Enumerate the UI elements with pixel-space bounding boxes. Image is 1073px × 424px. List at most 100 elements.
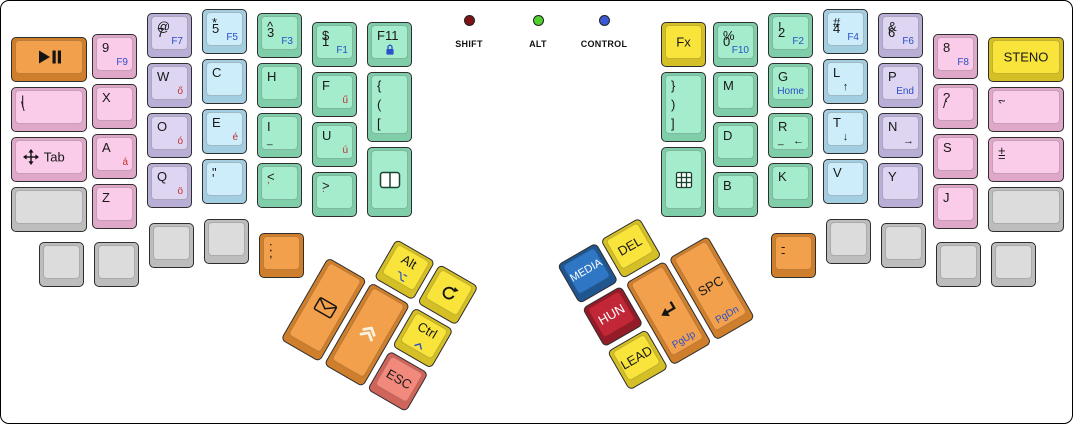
key-gt-period[interactable]: >. bbox=[312, 172, 357, 217]
key-blank-10[interactable] bbox=[991, 242, 1036, 287]
key-t[interactable]: T↓ bbox=[823, 109, 868, 154]
key-label: * bbox=[212, 15, 218, 30]
key-collapse[interactable] bbox=[323, 282, 411, 388]
key-label: ' bbox=[212, 171, 215, 186]
keycap-face: L↑ bbox=[827, 62, 864, 96]
alt-led-dot bbox=[532, 15, 544, 26]
key-blank-3[interactable] bbox=[94, 242, 139, 287]
key-label: ↑ bbox=[842, 81, 849, 93]
key-label: Fx bbox=[676, 34, 691, 50]
key-label: B bbox=[723, 178, 732, 193]
key-lt-comma[interactable]: <, bbox=[257, 163, 302, 208]
key-z[interactable]: Z bbox=[92, 184, 137, 229]
key-blank-4[interactable] bbox=[149, 223, 194, 268]
key-blank-7[interactable] bbox=[826, 219, 871, 264]
key-b[interactable]: B bbox=[713, 172, 758, 217]
key-grid[interactable] bbox=[661, 147, 706, 217]
key-rbrace-paren-bracket[interactable]: })] bbox=[661, 72, 706, 142]
key-label: E bbox=[212, 115, 221, 130]
key-play-pause[interactable] bbox=[11, 37, 87, 82]
key-f11[interactable]: F11 bbox=[367, 22, 412, 67]
key-h[interactable]: H bbox=[257, 63, 302, 108]
key-label: HUN bbox=[595, 300, 628, 328]
keycap-face bbox=[830, 222, 867, 256]
key-enter[interactable]: PgUp bbox=[625, 260, 712, 366]
keycap-face: })] bbox=[665, 75, 702, 134]
keycap-face: DEL bbox=[605, 222, 655, 271]
key-y[interactable]: Y bbox=[878, 163, 923, 208]
key-blank-5[interactable] bbox=[204, 219, 249, 264]
keycap-face bbox=[995, 245, 1032, 279]
keycap-face: {([ bbox=[371, 75, 408, 134]
key-blank-2[interactable] bbox=[39, 242, 84, 287]
key-plus-equals[interactable]: += bbox=[988, 137, 1064, 182]
key-x[interactable]: X bbox=[92, 84, 137, 129]
key-label: { bbox=[377, 78, 382, 93]
key-tab[interactable]: Tab bbox=[11, 137, 87, 182]
key-tilde-backtick[interactable]: ~` bbox=[988, 87, 1064, 132]
key-label: F bbox=[322, 78, 330, 93]
keycap-face: <, bbox=[261, 166, 298, 200]
key-j[interactable]: J bbox=[933, 184, 978, 229]
keycap-face: T↓ bbox=[827, 112, 864, 146]
key-v[interactable]: V bbox=[823, 159, 868, 204]
key-label: - bbox=[781, 245, 786, 260]
key-quote[interactable]: "' bbox=[202, 159, 247, 204]
key-steno[interactable]: STENO bbox=[988, 37, 1064, 82]
key-ctrl[interactable]: Ctrl bbox=[392, 307, 454, 369]
key-question-slash[interactable]: ?/ bbox=[933, 84, 978, 129]
key-blank-6[interactable] bbox=[988, 187, 1064, 232]
keycap-face: ?/ bbox=[937, 87, 974, 121]
keycap-face: C bbox=[206, 62, 243, 96]
key-redo[interactable] bbox=[417, 264, 479, 326]
key-label: J bbox=[943, 190, 950, 205]
keycap-face: |\ bbox=[15, 90, 83, 124]
keycap-face: X bbox=[96, 87, 133, 121]
key-r[interactable]: R_← bbox=[768, 113, 813, 158]
key-c[interactable]: C bbox=[202, 59, 247, 104]
key-layout-switch[interactable] bbox=[367, 147, 412, 217]
key-mail[interactable] bbox=[280, 257, 367, 363]
key-alt[interactable]: Alt bbox=[373, 239, 436, 301]
key-brace-paren-bracket[interactable]: {([ bbox=[367, 72, 412, 142]
key-label: _ bbox=[778, 135, 784, 146]
keycap-face: I_ bbox=[261, 116, 298, 150]
key-m[interactable]: M bbox=[713, 72, 758, 117]
key-colon-semicolon[interactable]: :; bbox=[259, 233, 304, 278]
keycap-face: K bbox=[772, 166, 809, 200]
key-l[interactable]: L↑ bbox=[823, 59, 868, 104]
key-pipe-backslash[interactable]: |\ bbox=[11, 87, 87, 132]
key-label: U bbox=[322, 128, 332, 143]
key-blank-9[interactable] bbox=[936, 242, 981, 287]
key-blank-1[interactable] bbox=[11, 187, 87, 232]
key-k[interactable]: K bbox=[768, 163, 813, 208]
key-fx[interactable]: Fx bbox=[661, 22, 706, 67]
key-n[interactable]: N→ bbox=[878, 113, 923, 158]
key-minus[interactable]: -- bbox=[771, 233, 816, 278]
key-label: PgUp bbox=[670, 329, 698, 352]
keycap-face bbox=[940, 245, 977, 279]
key-blank-8[interactable] bbox=[881, 223, 926, 268]
key-s[interactable]: S bbox=[933, 134, 978, 179]
key-i[interactable]: I_ bbox=[257, 113, 302, 158]
key-d[interactable]: D bbox=[713, 122, 758, 167]
